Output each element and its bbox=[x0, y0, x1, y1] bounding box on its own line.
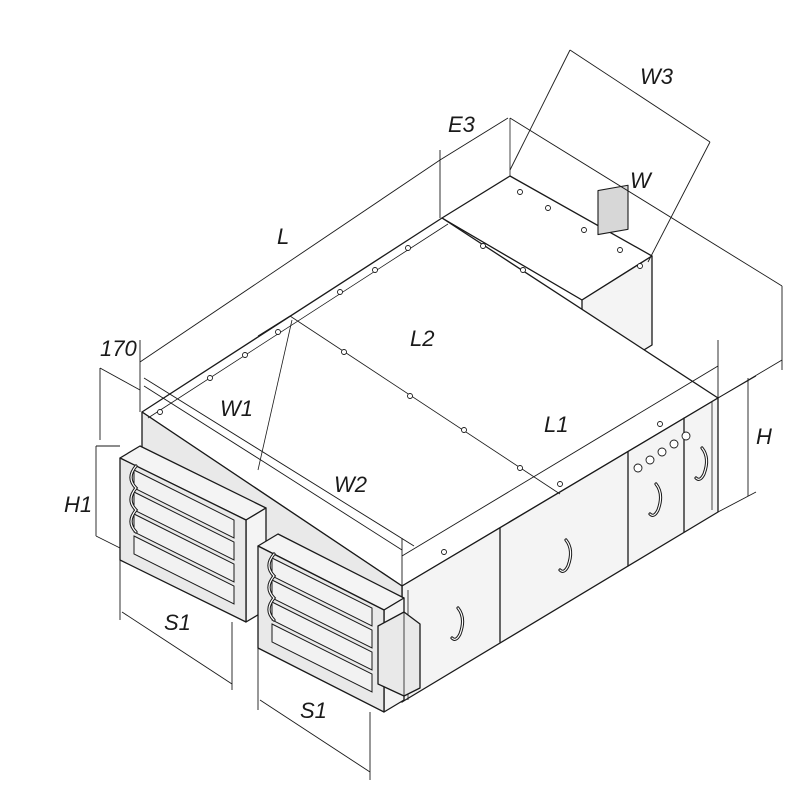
damper-left bbox=[119, 445, 267, 623]
dim-label-l: L bbox=[277, 224, 289, 249]
damper-right bbox=[257, 533, 421, 713]
rear-grille bbox=[597, 184, 629, 236]
dimensions bbox=[95, 49, 783, 780]
dim-label-w2: W2 bbox=[334, 472, 367, 497]
dim-label-w1: W1 bbox=[220, 396, 253, 421]
dim-label-s1-left: S1 bbox=[164, 610, 191, 635]
damper-blade bbox=[133, 469, 235, 605]
actuator-box bbox=[377, 611, 421, 697]
damper-blade bbox=[271, 557, 373, 693]
dim-label-170: 170 bbox=[100, 336, 137, 361]
dim-label-l2: L2 bbox=[410, 326, 434, 351]
dim-label-h: H bbox=[756, 424, 772, 449]
screws bbox=[157, 189, 663, 555]
dim-label-s1-right: S1 bbox=[300, 698, 327, 723]
dim-label-h1: H1 bbox=[64, 492, 92, 517]
dim-label-e3: E3 bbox=[448, 112, 476, 137]
dimension-labels: L E3 W3 W L2 L1 H 170 W1 W2 H1 S1 S1 bbox=[64, 64, 772, 723]
dim-label-w3: W3 bbox=[640, 64, 674, 89]
dim-label-w: W bbox=[630, 168, 653, 193]
cable-gland-icon bbox=[633, 431, 691, 473]
dim-label-l1: L1 bbox=[544, 412, 568, 437]
